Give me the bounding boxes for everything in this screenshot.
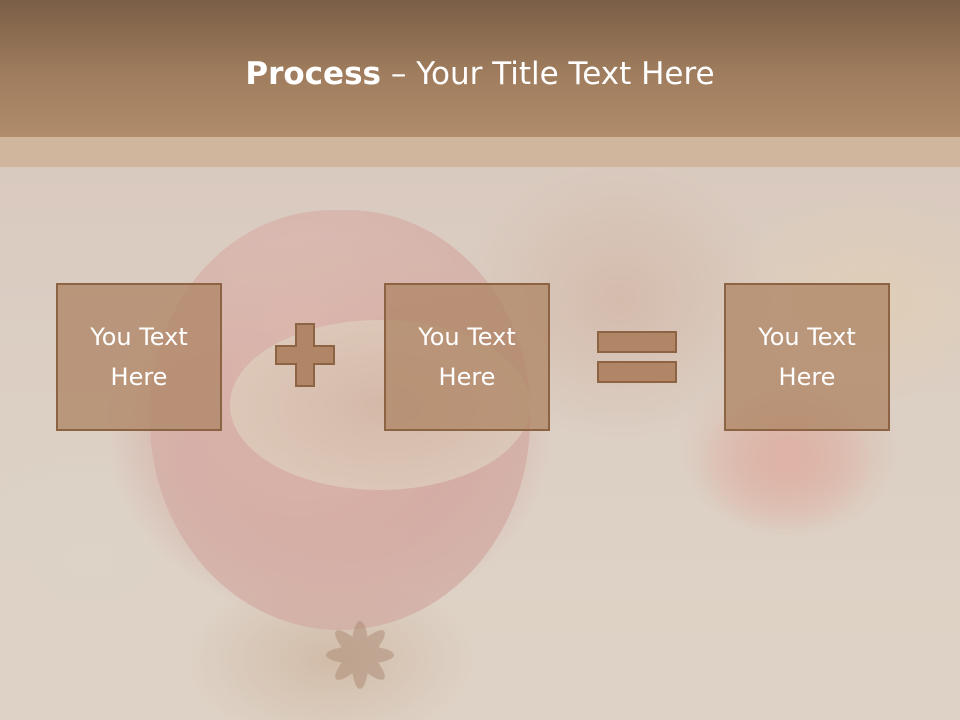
title-bold-text: Process <box>245 56 381 92</box>
plus-icon <box>275 323 335 387</box>
title-band <box>0 0 960 137</box>
process-box-3[interactable]: You Text Here <box>724 283 890 431</box>
process-box-1[interactable]: You Text Here <box>56 283 222 431</box>
star-anise-image <box>326 621 394 689</box>
process-box-3-text: You Text Here <box>758 323 856 391</box>
process-box-2-text: You Text Here <box>418 323 516 391</box>
title-rest-text: – Your Title Text Here <box>381 56 715 92</box>
slide-title[interactable]: Process – Your Title Text Here <box>0 52 960 96</box>
process-box-2[interactable]: You Text Here <box>384 283 550 431</box>
title-band-strip <box>0 137 960 167</box>
process-box-1-text: You Text Here <box>90 323 188 391</box>
equals-icon <box>597 331 677 383</box>
